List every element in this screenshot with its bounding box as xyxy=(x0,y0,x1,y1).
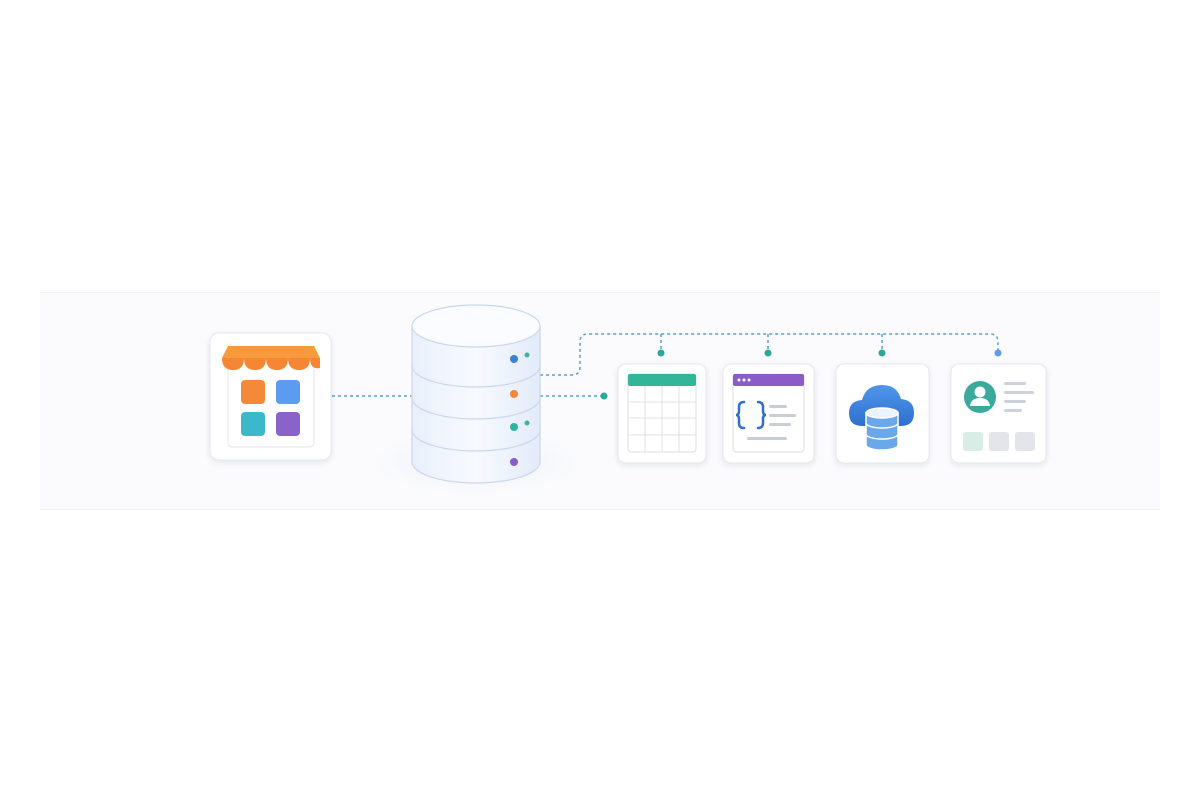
code-editor-icon xyxy=(732,373,805,453)
status-indicator-teal xyxy=(510,423,518,431)
connector-dot xyxy=(657,349,665,357)
destination-code-editor-card xyxy=(722,363,815,464)
source-card xyxy=(209,332,332,461)
status-indicator-purple xyxy=(510,458,518,466)
user-profile-icon xyxy=(963,381,1035,451)
status-indicator-small xyxy=(524,420,530,426)
database-icon xyxy=(411,304,541,484)
spreadsheet-icon xyxy=(627,373,697,453)
cloud-database-icon xyxy=(849,385,914,451)
hub-to-destinations-bus xyxy=(540,333,999,376)
connector-lines xyxy=(332,333,1002,400)
destination-cloud-database-card xyxy=(835,363,930,464)
status-indicator-blue xyxy=(510,355,518,363)
database-hub xyxy=(372,304,580,494)
destination-user-profile-card xyxy=(950,363,1047,464)
connector-dot xyxy=(994,349,1002,357)
status-indicator-small xyxy=(524,352,530,358)
connector-dot xyxy=(878,349,886,357)
destination-spreadsheet-card xyxy=(617,363,707,464)
status-indicator-orange xyxy=(510,390,518,398)
connector-dot xyxy=(600,392,608,400)
connector-dot xyxy=(764,349,772,357)
storefront-icon xyxy=(222,346,320,448)
